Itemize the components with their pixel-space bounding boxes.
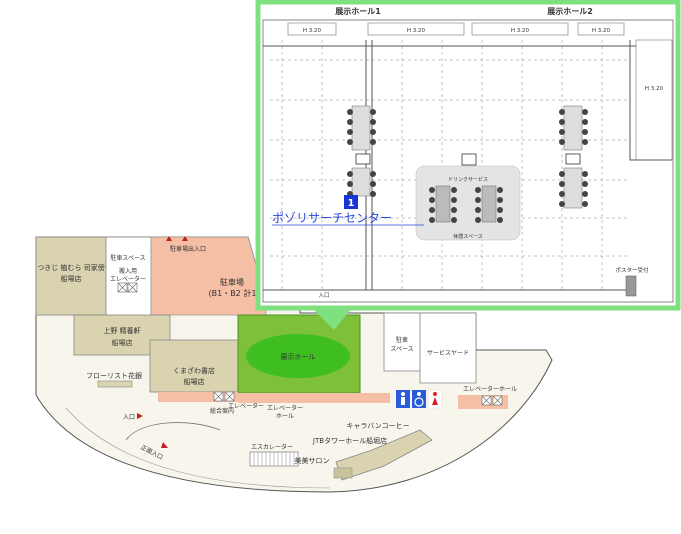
label-tsukiji-2: 船場店 [61,274,82,283]
escalator-steps [253,452,295,466]
label-parking: 駐車場 [220,277,244,287]
elevator-boxes-top [117,282,138,293]
room-1-number: 1 [348,198,355,209]
height-mark-2: H 3.20 [407,28,426,34]
wall-lines [263,40,672,291]
label-entrance: 入口 [123,414,135,421]
label-parking-entrance: 駐車場出入口 [170,245,206,253]
label-tsukiji: つきじ 植むら 司家傍 [37,263,104,272]
label-loading-elevator: 搬入用 [119,267,137,275]
restroom-female-body [432,397,438,405]
label-escalator: エスカレーター [251,443,293,451]
shop-caravan-jtb[interactable] [335,429,433,481]
drink-service-box [461,153,477,166]
hall-inset: 展示ホール1 展示ホール2 H 3.20 H 3.20 H 3.20 H 3.2… [255,0,681,311]
height-box-4 [577,22,625,36]
hall1-label: 展示ホール1 [334,7,381,16]
drink-service-label: ドリンクサービス [448,176,488,183]
elevator-boxes-right [481,395,503,406]
height-box-1 [287,22,337,36]
label-jtb: JTBタワーホール船堀店 [312,436,387,445]
height-mark-5: H 3.20 [645,86,664,92]
corridor-strip [158,392,238,402]
label-parking-2: (B1・B2 計10 [209,288,262,298]
label-service-yard: サービスヤード [427,349,469,357]
entrance-arrow-icon [137,413,143,419]
height-mark-3: H 3.20 [511,28,530,34]
outer-curve [65,407,331,489]
rest-space-tables [429,185,503,223]
parking-entrance-marker-2 [182,236,188,241]
accessible-wheel [414,397,424,407]
height-mark-4: H 3.20 [592,28,611,34]
label-parking-space-2: 駐車 [396,336,408,344]
label-loading-elevator-2: エレベーター [110,275,146,283]
floor-plan: つきじ 植むら 司家傍 船場店 駐車スペース 駐車場出入口 搬入用 エレベーター… [35,236,553,493]
height-box-3 [471,22,569,36]
label-florist: フローリスト花銀 [86,371,142,380]
label-elevator-hall: エレベーター [267,404,303,412]
shop-salon-dark [333,467,353,479]
parking-area[interactable] [150,236,267,316]
label-elevator-hall-2: ホール [276,413,294,420]
rest-space-label: 休憩スペース [453,233,482,240]
label-parking-space-2b: スペース [390,346,413,353]
height-box-5 [635,39,673,161]
label-ueno-2: 船場店 [112,338,133,347]
shop-kumazawa[interactable] [149,339,239,393]
label-salon: 美美サロン [295,456,330,465]
poster-desk-label: ポスター受付 [615,266,649,274]
main-entrance-arrow-icon [161,442,168,448]
label-ueno: 上野 精養軒 [103,326,140,335]
inset-pointer [312,308,352,330]
label-elevator-hall2: エレベーターホール [463,385,517,393]
hall2-label: 展示ホール2 [546,7,593,16]
exhibition-hall-oval [246,334,350,378]
label-caravan: キャラバンコーヒー [346,422,409,430]
accessible-head [417,392,421,396]
height-mark-1: H 3.20 [303,28,322,34]
entrance-curve [125,422,221,441]
poster-desk-box [625,275,637,297]
restroom-male-head [401,392,405,396]
height-box-2 [367,22,465,36]
shop-tsukiji[interactable] [35,236,107,316]
hall1-table-block [347,105,376,197]
inset-entrance-label: 入口 [318,292,329,299]
corridor-strip-3 [360,393,390,403]
room-1-marker[interactable] [344,195,358,209]
label-elevator-a: エレベーター [228,402,264,410]
restroom-female-head [433,392,437,396]
label-kumazawa-2: 船場店 [184,377,205,386]
parking-space-2 [383,312,421,372]
parking-entrance-marker [166,236,172,241]
room-1-name[interactable]: ポゾリサーチセンター [272,211,392,225]
shop-florist-box [97,380,133,388]
label-exhibition-hall: 展示ホール [281,353,316,361]
hall2-table-block [559,105,588,209]
service-yard [419,312,477,384]
restroom-male-body [401,397,405,405]
label-guide: 総合案内 [210,407,234,415]
label-parking-space: 駐車スペース [110,254,145,262]
elevator-boxes-mid [213,391,235,402]
label-kumazawa: くまざわ書店 [173,366,215,375]
corridor-strip-2 [238,393,360,403]
